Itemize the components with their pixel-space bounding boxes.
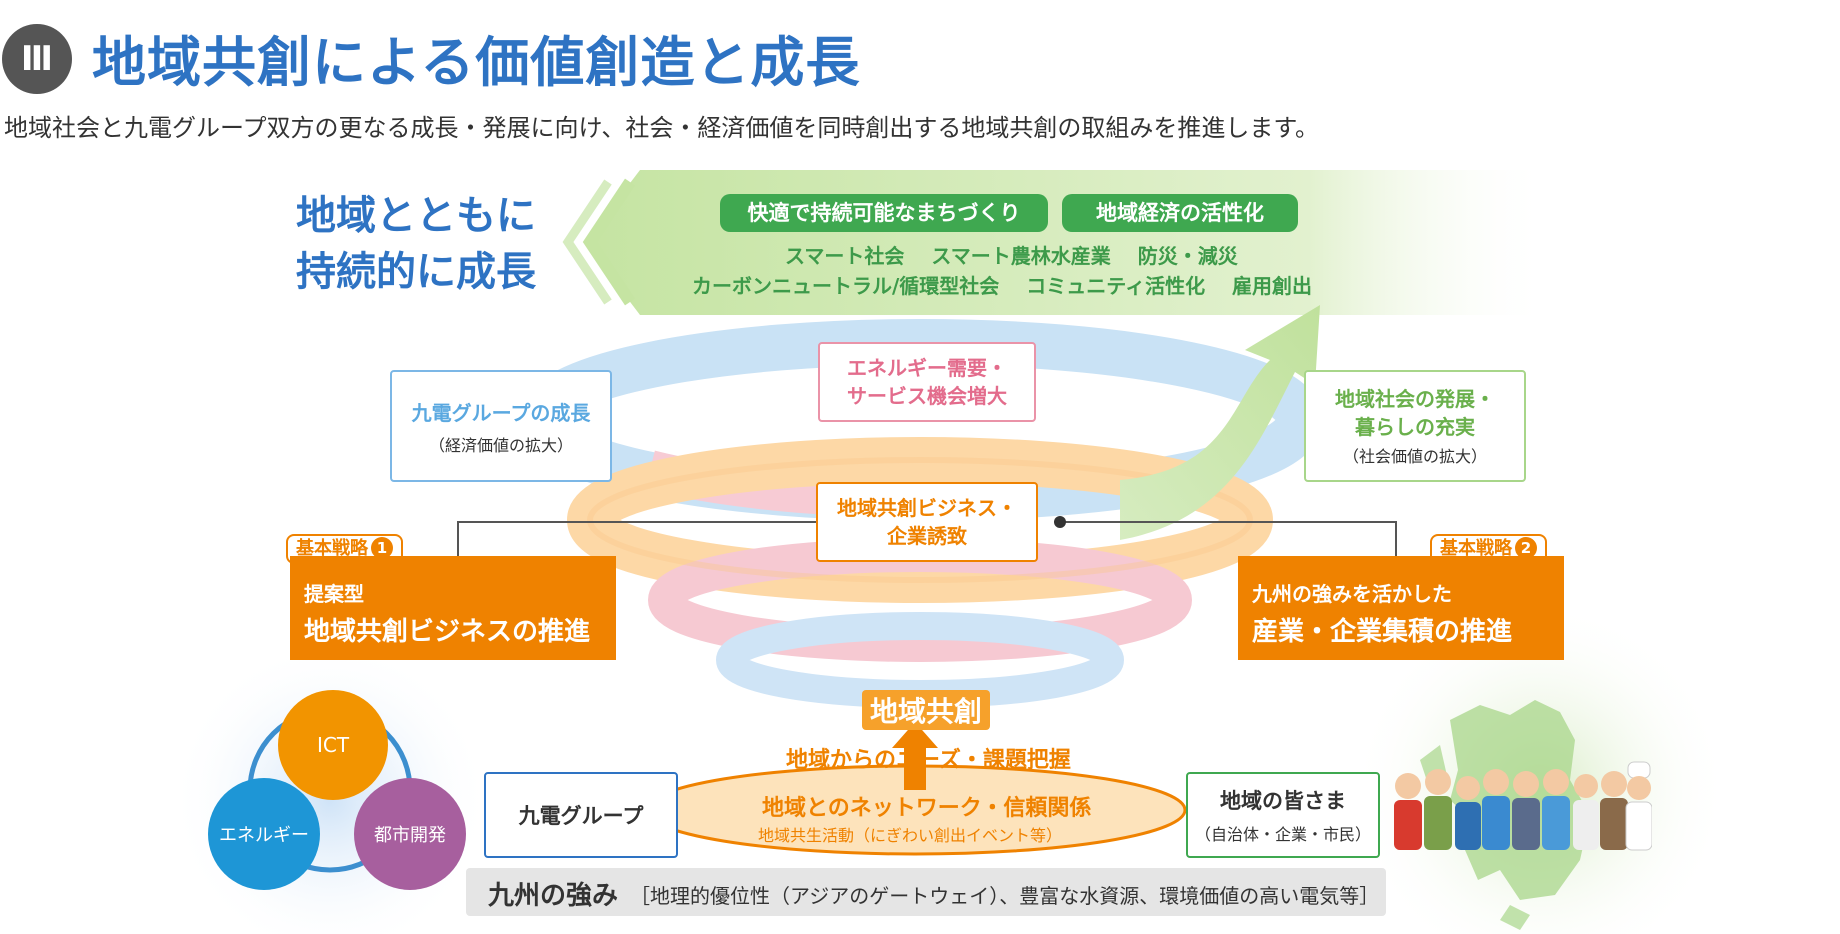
strategy2-line2: 産業・企業集積の推進 bbox=[1252, 617, 1513, 647]
people-group bbox=[1394, 761, 1652, 851]
connector-right bbox=[1060, 521, 1397, 558]
strategy1-card: 提案型 地域共創ビジネスの推進 bbox=[290, 556, 616, 660]
activity-label: 地域共生活動（にぎわい創出イベント等） bbox=[758, 826, 1063, 845]
strategy1-line1: 提案型 bbox=[304, 582, 364, 606]
center-line2: 企業誘致 bbox=[887, 524, 967, 548]
slogan-line1: 地域とともに bbox=[296, 193, 536, 239]
strengths-detail: ［地理的優位性（アジアのゲートウェイ）、豊富な水資源、環境価値の高い電気等］ bbox=[630, 884, 1380, 908]
strategy1-tag-label: 基本戦略 bbox=[296, 538, 368, 559]
co-creation-label: 地域共創 bbox=[862, 690, 991, 730]
network-label: 地域とのネットワーク・信頼関係 bbox=[762, 796, 1092, 821]
kyuden-group-box: 九電グループ bbox=[484, 772, 678, 858]
slogan-line2: 持続的に成長 bbox=[296, 249, 536, 295]
community-title: 地域の皆さま bbox=[1220, 789, 1346, 813]
connector-left bbox=[457, 521, 840, 558]
strategy1-line2: 地域共創ビジネスの推進 bbox=[304, 617, 591, 647]
center-business-box: 地域共創ビジネス・ 企業誘致 bbox=[816, 482, 1038, 562]
slogan: 地域とともに 持続的に成長 bbox=[296, 188, 536, 300]
chevron-icon bbox=[582, 178, 635, 306]
center-line1: 地域共創ビジネス・ bbox=[837, 496, 1017, 520]
community-people-illustration bbox=[1394, 761, 1652, 851]
page-subtitle: 地域社会と九電グループ双方の更なる成長・発展に向け、社会・経済価値を同時創出する… bbox=[4, 114, 1319, 142]
growth-spiral bbox=[517, 305, 1323, 708]
demand-line1: エネルギー需要・ bbox=[847, 356, 1007, 380]
community-sub: （自治体・企業・市民） bbox=[1194, 825, 1371, 844]
strategy2-card: 九州の強みを活かした 産業・企業集積の推進 bbox=[1238, 556, 1564, 660]
goal-pill-town: 快適で持続可能なまちづくり bbox=[720, 194, 1048, 232]
society-box: 地域社会の発展・ 暮らしの充実 （社会価値の拡大） bbox=[1304, 370, 1526, 482]
up-arrow-icon bbox=[892, 722, 938, 790]
strategy2-line1: 九州の強みを活かした bbox=[1252, 582, 1452, 606]
group-growth-sub: （経済価値の拡大） bbox=[428, 435, 573, 455]
energy-circle: エネルギー bbox=[208, 778, 320, 890]
society-sub: （社会価値の拡大） bbox=[1342, 447, 1487, 466]
ict-circle: ICT bbox=[278, 690, 388, 800]
demand-line2: サービス機会増大 bbox=[847, 384, 1007, 408]
urban-circle: 都市開発 bbox=[354, 778, 466, 890]
kyushu-strengths-bar: 九州の強み ［地理的優位性（アジアのゲートウェイ）、豊富な水資源、環境価値の高い… bbox=[466, 868, 1386, 916]
society-line2: 暮らしの充実 bbox=[1355, 415, 1475, 439]
group-growth-box: 九電グループの成長 （経済価値の拡大） bbox=[390, 370, 612, 482]
strategy2-number: 2 bbox=[1515, 537, 1537, 559]
group-growth-title: 九電グループの成長 bbox=[411, 400, 591, 425]
demand-box: エネルギー需要・ サービス機会増大 bbox=[818, 342, 1036, 422]
goal-examples-row2: カーボンニュートラル/循環型社会 コミュニティ活性化 雇用創出 bbox=[692, 274, 1313, 298]
needs-label: 地域からのニーズ・課題把握 bbox=[786, 748, 1071, 773]
society-line1: 地域社会の発展・ bbox=[1335, 387, 1495, 411]
strengths-title: 九州の強み bbox=[488, 881, 619, 911]
section-number-badge: Ⅲ bbox=[2, 24, 72, 94]
kyuden-group-label: 九電グループ bbox=[518, 804, 644, 828]
page-title: 地域共創による価値創造と成長 bbox=[92, 31, 861, 94]
goal-pill-economy: 地域経済の活性化 bbox=[1062, 194, 1298, 232]
strategy1-number: 1 bbox=[371, 537, 393, 559]
goal-examples-row1: スマート社会 スマート農林水産業 防災・減災 bbox=[785, 244, 1238, 268]
community-box: 地域の皆さま （自治体・企業・市民） bbox=[1186, 772, 1380, 858]
strategy2-tag-label: 基本戦略 bbox=[1440, 538, 1512, 559]
